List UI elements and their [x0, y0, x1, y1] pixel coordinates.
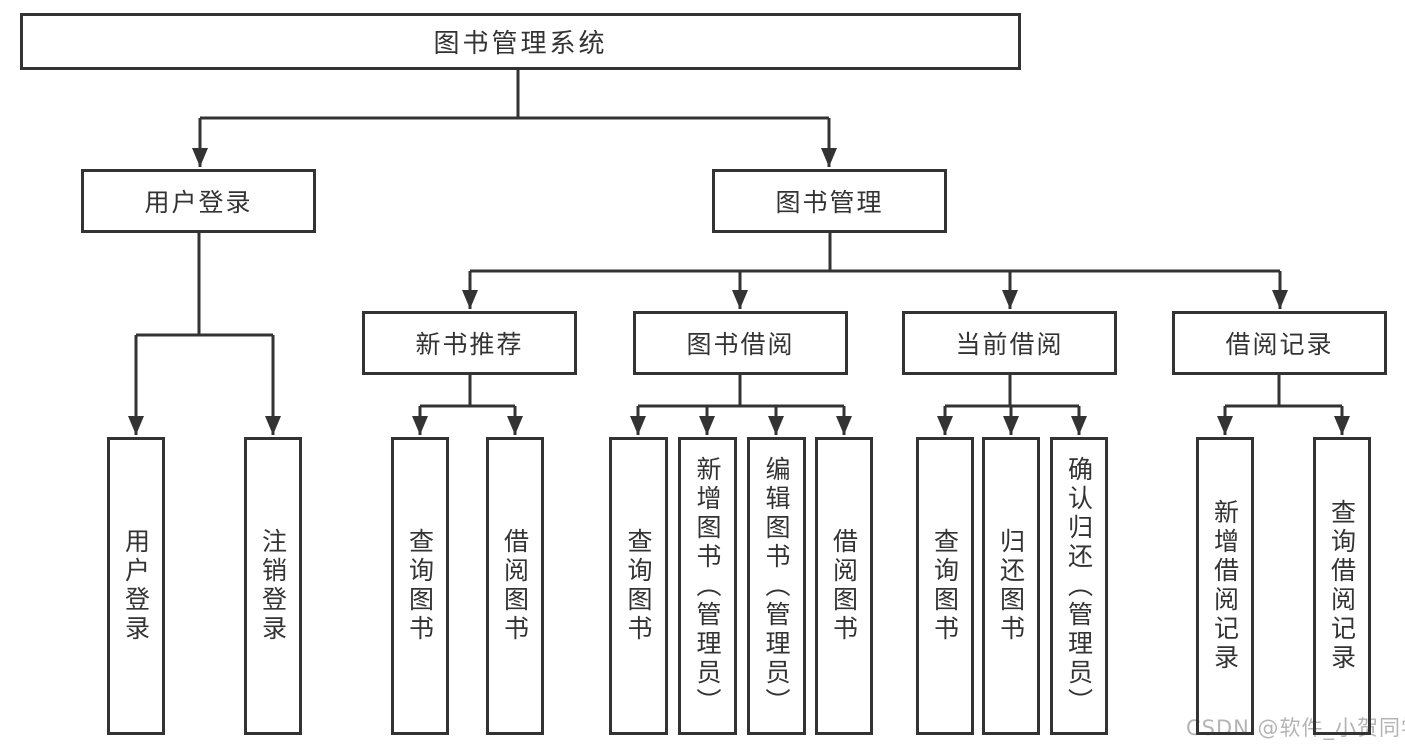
leaf-logout: 注销登录	[244, 437, 302, 735]
leaf-records-add-record: 新增借阅记录	[1196, 437, 1254, 735]
leaf-current-confirm-return-admin: 确认归还（管理员）	[1050, 437, 1108, 735]
leaf-borrow-borrow-books: 借阅图书	[815, 437, 873, 735]
leaf-records-query-record: 查询借阅记录	[1313, 437, 1371, 735]
leaf-current-query-books: 查询图书	[916, 437, 974, 735]
leaf-user-login: 用户登录	[107, 437, 165, 735]
node-user-login: 用户登录	[81, 169, 316, 233]
leaf-borrow-add-books-admin: 新增图书（管理员）	[678, 437, 737, 735]
node-new-book-recommend: 新书推荐	[362, 311, 577, 375]
leaf-borrow-query-books: 查询图书	[609, 437, 668, 735]
csdn-watermark: CSDN @软件_小贺同学	[1186, 716, 1405, 740]
leaf-recommend-query-books: 查询图书	[391, 437, 449, 735]
leaf-recommend-borrow-books: 借阅图书	[486, 437, 544, 735]
leaf-current-return-books: 归还图书	[982, 437, 1040, 735]
leaf-borrow-edit-books-admin: 编辑图书（管理员）	[747, 437, 806, 735]
node-borrow-records: 借阅记录	[1172, 311, 1387, 375]
node-current-borrow: 当前借阅	[902, 311, 1117, 375]
node-book-borrow: 图书借阅	[633, 311, 848, 375]
node-book-management: 图书管理	[712, 169, 947, 233]
node-library-system: 图书管理系统	[20, 13, 1021, 70]
